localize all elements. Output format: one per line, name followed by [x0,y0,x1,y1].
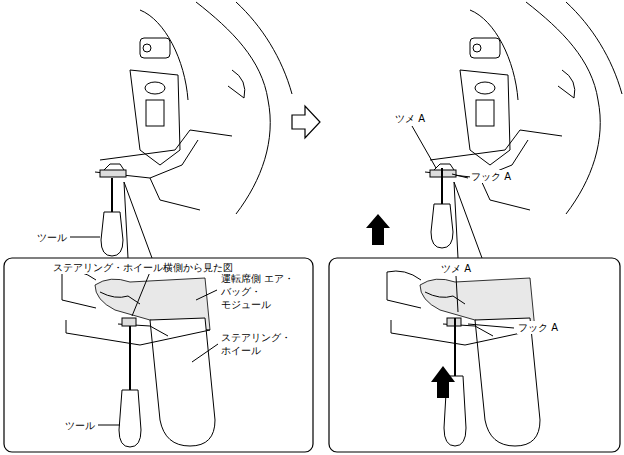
inset-frames [4,258,620,452]
part-label: ステアリング・ ホイール [220,331,298,357]
step-arrow [292,106,320,138]
part-label: 運転席側 エア・バッグ・ モジュール [220,272,298,311]
part-label: ツメ A [394,112,426,125]
part-label: フック A [517,321,559,334]
right-panel-art [366,2,622,258]
tool-label: ツール [64,419,96,432]
left-inset-art [62,271,218,447]
view-title: ステアリング・ホイール横側から見た図 [52,261,234,274]
tool-label: ツール [36,231,68,244]
right-inset-art [387,271,540,446]
part-label: ツメ A [440,262,472,275]
left-panel-art [70,2,292,258]
part-label: フック A [470,170,512,183]
